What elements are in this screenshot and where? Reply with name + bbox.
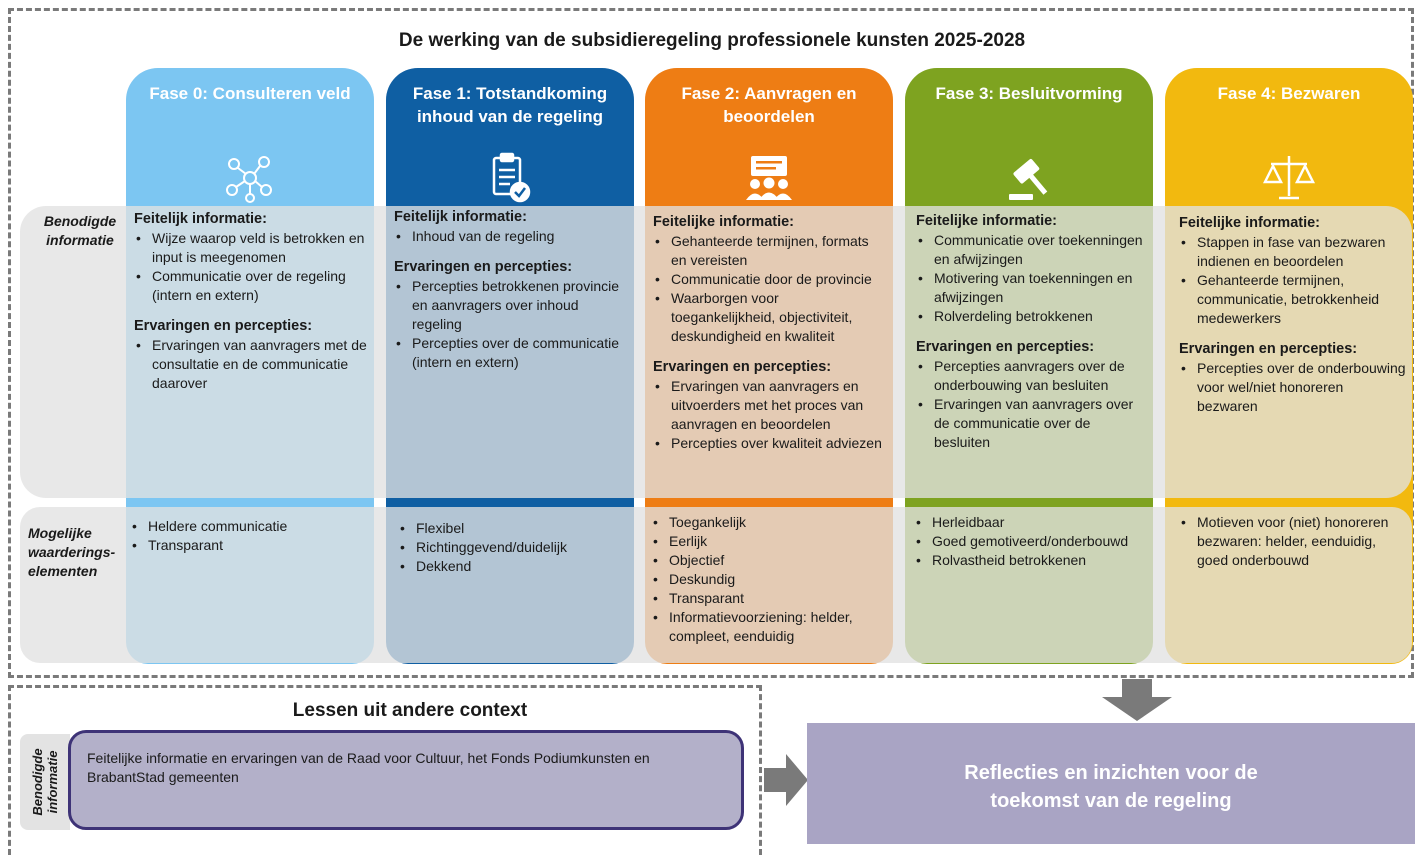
- lessons-side-label: Benodigde informatie: [30, 748, 60, 816]
- bullet-list: Gehanteerde termijnen, formats en vereis…: [653, 232, 885, 346]
- bullet-item: Motivering van toekenningen en afwijzing…: [916, 269, 1148, 307]
- bullet-item: Waarborgen voor toegankelijkheid, object…: [653, 289, 885, 346]
- bullet-list: Percepties over de onderbouwing voor wel…: [1179, 359, 1407, 416]
- phase-title: Fase 2: Aanvragen en beoordelen: [681, 84, 857, 126]
- phase-2-info: Feitelijke informatie: Gehanteerde termij…: [653, 213, 885, 465]
- bullet-list: Percepties betrokkenen provincie en aanv…: [394, 277, 626, 372]
- reflect-box: Reflecties en inzichten voor de toekomst…: [807, 723, 1415, 844]
- section-heading: Ervaringen en percepties:: [394, 259, 573, 275]
- value-item: Objectief: [651, 551, 883, 570]
- phase-0-values: Heldere communicatieTransparant: [130, 517, 364, 567]
- bullet-list: Wijze waarop veld is betrokken en input …: [134, 229, 368, 305]
- section-heading: Feitelijke informatie:: [1179, 215, 1321, 231]
- lessons-box: Feitelijke informatie en ervaringen van …: [68, 730, 744, 830]
- value-item: Heldere communicatie: [130, 517, 364, 536]
- bullet-item: Ervaringen van aanvragers en uitvoerders…: [653, 377, 885, 434]
- phase-title: Fase 4: Bezwaren: [1217, 84, 1361, 103]
- value-item: Informatievoorziening: helder, compleet,…: [651, 608, 883, 646]
- section-heading: Ervaringen en percepties:: [916, 339, 1095, 355]
- lessons-frame: [8, 685, 762, 855]
- section-heading: Feitelijk informatie:: [134, 211, 267, 227]
- gavel-icon: [1009, 158, 1048, 200]
- bullet-item: Communicatie over de regeling (intern en…: [134, 267, 368, 305]
- presentation-audience-icon: [746, 156, 792, 200]
- bullet-item: Rolverdeling betrokkenen: [916, 307, 1148, 326]
- lessons-text: Feitelijke informatie en ervaringen van …: [87, 750, 650, 785]
- phase-2-values: ToegankelijkEerlijkObjectiefDeskundigTra…: [651, 513, 883, 658]
- value-item: Motieven voor (niet) honoreren bezwaren:…: [1179, 513, 1411, 570]
- bullet-list: Ervaringen van aanvragers en uitvoerders…: [653, 377, 885, 453]
- arrow-right-icon: [764, 754, 808, 806]
- phase-4-values: Motieven voor (niet) honoreren bezwaren:…: [1179, 513, 1411, 582]
- phase-3-values: HerleidbaarGoed gemotiveerd/onderbouwdRo…: [914, 513, 1148, 582]
- bullet-item: Communicatie door de provincie: [653, 270, 885, 289]
- phase-1-info: Feitelijk informatie: Inhoud van de regel…: [394, 208, 626, 384]
- phase-title: Fase 0: Consulteren veld: [149, 84, 351, 103]
- value-item: Transparant: [651, 589, 883, 608]
- bullet-list: Stappen in fase van bezwaren indienen en…: [1179, 233, 1407, 328]
- diagram-title: De werking van de subsidieregeling profe…: [398, 30, 1026, 51]
- lessons-side-tab: Benodigde informatie: [20, 734, 70, 830]
- value-item: Goed gemotiveerd/onderbouwd: [914, 532, 1148, 551]
- row-label-mogelijke: Mogelijke waarderings-elementen: [28, 525, 116, 579]
- bullet-item: Communicatie over toekenningen en afwijz…: [916, 231, 1148, 269]
- values-list: Heldere communicatieTransparant: [130, 517, 364, 555]
- section-heading: Feitelijke informatie:: [916, 213, 1058, 229]
- phase-title: Fase 3: Besluitvorming: [935, 84, 1123, 103]
- section-heading: Feitelijk informatie:: [394, 209, 527, 225]
- phase-1-values: FlexibelRichtinggevend/duidelijkDekkend: [398, 519, 630, 588]
- values-list: Motieven voor (niet) honoreren bezwaren:…: [1179, 513, 1411, 570]
- value-item: Rolvastheid betrokkenen: [914, 551, 1148, 570]
- value-item: Transparant: [130, 536, 364, 555]
- arrow-down-icon: [1102, 679, 1172, 721]
- bullet-item: Stappen in fase van bezwaren indienen en…: [1179, 233, 1407, 271]
- bullet-item: Percepties betrokkenen provincie en aanv…: [394, 277, 626, 334]
- phase-title: Fase 1: Totstandkoming inhoud van de reg…: [412, 84, 608, 126]
- value-item: Deskundig: [651, 570, 883, 589]
- bullet-item: Percepties aanvragers over de onderbouwi…: [916, 357, 1148, 395]
- value-item: Toegankelijk: [651, 513, 883, 532]
- network-people-icon: [226, 156, 272, 203]
- value-item: Flexibel: [398, 519, 630, 538]
- clipboard-check-icon: [492, 152, 531, 203]
- reflect-text: Reflecties en inzichten voor de toekomst…: [964, 762, 1258, 812]
- bullet-item: Gehanteerde termijnen, communicatie, bet…: [1179, 271, 1407, 328]
- bullet-list: Inhoud van de regeling: [394, 227, 626, 246]
- value-item: Richtinggevend/duidelijk: [398, 538, 630, 557]
- section-heading: Feitelijke informatie:: [653, 214, 795, 230]
- bullet-item: Inhoud van de regeling: [394, 227, 626, 246]
- row-label-benodigde: Benodigde informatie: [43, 213, 117, 248]
- scales-icon: [1262, 156, 1316, 200]
- bullet-list: Communicatie over toekenningen en afwijz…: [916, 231, 1148, 326]
- bullet-item: Percepties over de onderbouwing voor wel…: [1179, 359, 1407, 416]
- phase-0-info: Feitelijk informatie: Wijze waarop veld i…: [134, 210, 368, 405]
- section-heading: Ervaringen en percepties:: [1179, 341, 1358, 357]
- bullet-item: Percepties over kwaliteit adviezen: [653, 434, 885, 453]
- values-list: HerleidbaarGoed gemotiveerd/onderbouwdRo…: [914, 513, 1148, 570]
- section-heading: Ervaringen en percepties:: [134, 318, 313, 334]
- bullet-list: Ervaringen van aanvragers met de consult…: [134, 336, 368, 393]
- value-item: Dekkend: [398, 557, 630, 576]
- value-item: Eerlijk: [651, 532, 883, 551]
- bullet-item: Ervaringen van aanvragers over de commun…: [916, 395, 1148, 452]
- bullet-item: Wijze waarop veld is betrokken en input …: [134, 229, 368, 267]
- values-list: FlexibelRichtinggevend/duidelijkDekkend: [398, 519, 630, 576]
- lessons-title: Lessen uit andere context: [292, 700, 528, 721]
- phase-4-info: Feitelijke informatie: Stappen in fase va…: [1179, 214, 1407, 428]
- phase-3-info: Feitelijke informatie: Communicatie over …: [916, 212, 1148, 464]
- value-item: Herleidbaar: [914, 513, 1148, 532]
- bullet-item: Percepties over de communicatie (intern …: [394, 334, 626, 372]
- section-heading: Ervaringen en percepties:: [653, 359, 832, 375]
- bullet-list: Percepties aanvragers over de onderbouwi…: [916, 357, 1148, 452]
- bullet-item: Ervaringen van aanvragers met de consult…: [134, 336, 368, 393]
- values-list: ToegankelijkEerlijkObjectiefDeskundigTra…: [651, 513, 883, 646]
- bullet-item: Gehanteerde termijnen, formats en vereis…: [653, 232, 885, 270]
